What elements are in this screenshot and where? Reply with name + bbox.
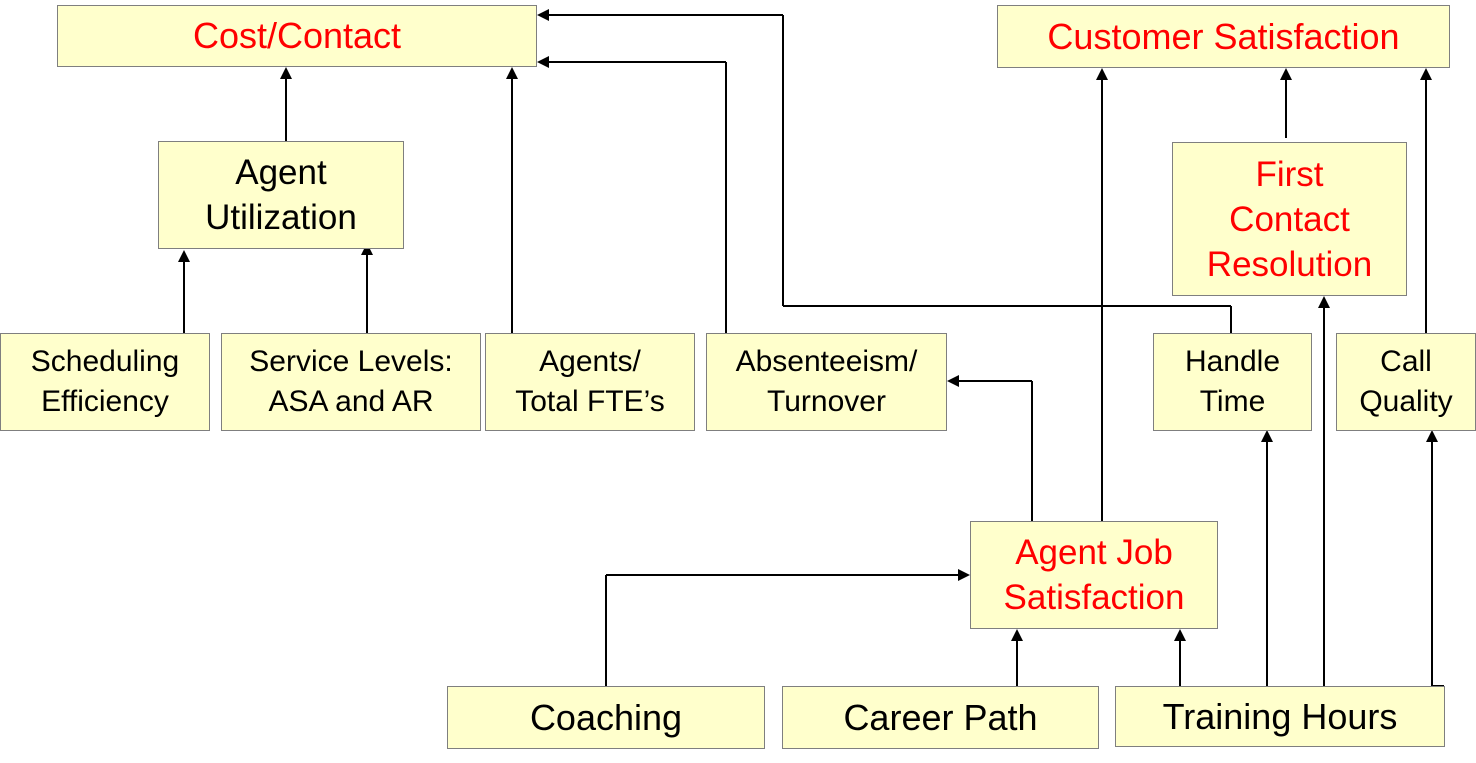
scheduling-efficiency-label: Scheduling Efficiency xyxy=(30,345,180,418)
edge-handle-time-to-cost-contact xyxy=(537,9,1232,333)
absenteeism-turnover-box: Absenteeism/ Turnover xyxy=(706,333,947,431)
call-quality-label: Call Quality xyxy=(1359,345,1453,418)
handle-time-box: Handle Time xyxy=(1153,333,1312,431)
first-contact-resolution-label: First Contact Resolution xyxy=(1206,154,1373,284)
agents-total-fte-label: Agents/ Total FTE’s xyxy=(515,345,665,418)
service-levels-box: Service Levels: ASA and AR xyxy=(221,333,481,431)
edge-agent-utilization-to-cost-contact xyxy=(280,67,292,141)
edge-scheduling-to-agent-utilization xyxy=(178,250,190,333)
career-path-box: Career Path xyxy=(782,686,1099,749)
edge-training-to-call-quality xyxy=(1426,430,1444,687)
cost-contact-label: Cost/Contact xyxy=(192,15,402,56)
scheduling-efficiency-box: Scheduling Efficiency xyxy=(0,333,210,431)
career-path-label: Career Path xyxy=(843,696,1038,738)
absenteeism-turnover-label: Absenteeism/ Turnover xyxy=(735,345,918,418)
edge-training-to-handle-time xyxy=(1261,430,1273,686)
customer-satisfaction-label: Customer Satisfaction xyxy=(1047,15,1400,57)
coaching-label: Coaching xyxy=(529,696,683,738)
edge-agent-job-sat-to-customer-sat xyxy=(1096,68,1108,521)
edge-coaching-to-agent-job-sat xyxy=(605,569,970,686)
agent-job-satisfaction-label: Agent Job Satisfaction xyxy=(1003,533,1185,617)
agents-total-fte-box: Agents/ Total FTE’s xyxy=(485,333,695,431)
agent-job-satisfaction-box: Agent Job Satisfaction xyxy=(970,521,1218,629)
training-hours-label: Training Hours xyxy=(1162,695,1398,737)
edge-absenteeism-to-cost-contact xyxy=(537,56,727,333)
customer-satisfaction-box: Customer Satisfaction xyxy=(997,5,1450,68)
service-levels-label: Service Levels: ASA and AR xyxy=(249,345,453,418)
edge-agent-job-sat-to-absenteeism xyxy=(947,375,1033,521)
edge-fcr-to-customer-sat xyxy=(1280,68,1292,138)
call-quality-box: Call Quality xyxy=(1336,333,1476,431)
agent-utilization-box: Agent Utilization xyxy=(158,141,404,249)
edge-call-quality-to-customer-sat xyxy=(1420,68,1432,333)
handle-time-label: Handle Time xyxy=(1184,345,1281,418)
training-hours-box: Training Hours xyxy=(1115,686,1445,747)
first-contact-resolution-box: First Contact Resolution xyxy=(1172,142,1407,296)
agent-utilization-label: Agent Utilization xyxy=(205,153,357,237)
edge-training-to-agent-job-sat xyxy=(1174,629,1186,686)
coaching-box: Coaching xyxy=(447,686,765,749)
edge-training-to-fcr xyxy=(1318,296,1330,686)
edge-career-path-to-agent-job-sat xyxy=(1011,629,1023,686)
edge-service-levels-to-agent-utilization xyxy=(361,243,373,333)
cost-contact-box: Cost/Contact xyxy=(57,5,537,67)
edge-agents-total-fte-to-cost-contact xyxy=(506,67,518,333)
